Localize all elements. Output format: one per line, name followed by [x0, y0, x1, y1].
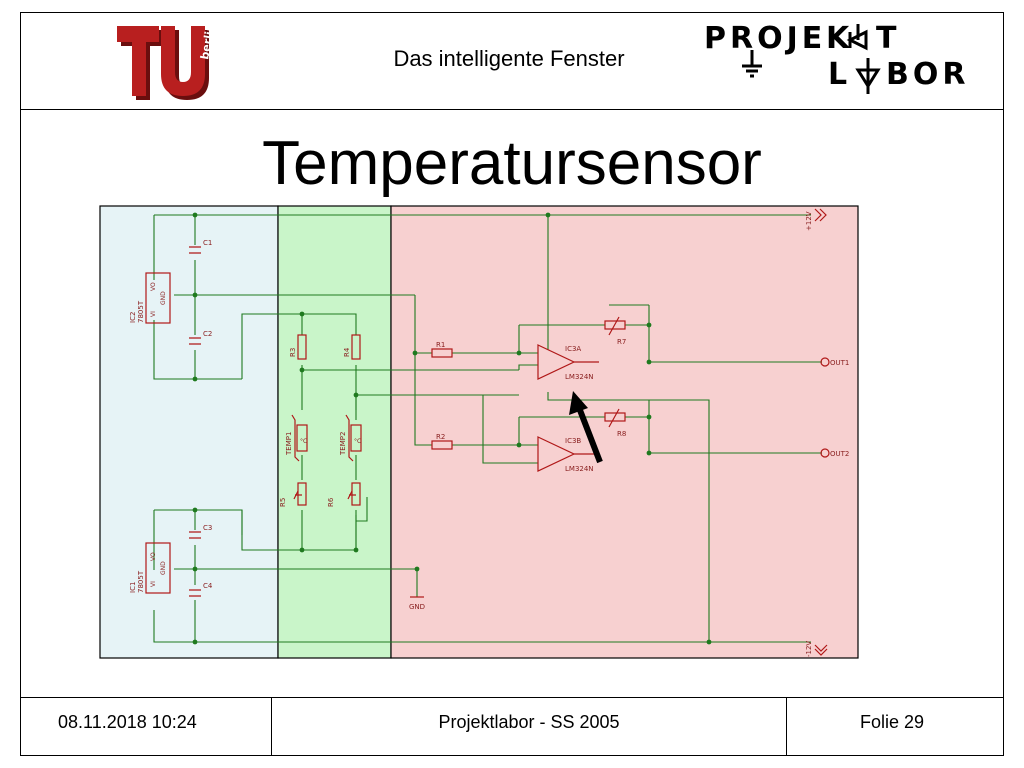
junction-dots [192, 212, 712, 645]
label-temp1-deg: °C [300, 438, 307, 445]
label-out1: OUT1 [830, 359, 849, 367]
label-ic1-vo: VO [150, 552, 157, 561]
tu-berlin-logo: berlin [117, 23, 217, 100]
label-c1: C1 [203, 239, 212, 247]
components [145, 208, 830, 656]
label-ic3a: IC3A [565, 345, 581, 353]
footer-date: 08.11.2018 10:24 [58, 712, 197, 732]
svg-text:PROJE: PROJE [704, 21, 826, 56]
label-r3: R3 [289, 348, 297, 357]
wires [153, 214, 822, 643]
label-ic2-vi: VI [150, 311, 157, 317]
label-minus12v: -12V [805, 641, 813, 657]
label-ic1-gnd: GND [160, 561, 167, 575]
slide-title: Temperatursensor [262, 129, 762, 198]
label-plus12v: +12V [805, 211, 813, 231]
footer-course: Projektlabor - SS 2005 [438, 712, 620, 732]
label-gnd: GND [409, 603, 425, 611]
footer-divider [20, 697, 1004, 698]
svg-text:K: K [826, 21, 851, 56]
label-ic2-type: 7805T [137, 300, 145, 323]
label-r8: R8 [617, 430, 626, 438]
label-ic1: IC1 [129, 582, 137, 593]
slide-frame [20, 12, 1004, 756]
label-ic1-vi: VI [150, 581, 157, 587]
amplifier-zone [390, 205, 859, 659]
label-r1: R1 [436, 341, 445, 349]
label-out2: OUT2 [830, 450, 849, 458]
label-ic2-gnd: GND [160, 291, 167, 305]
label-temp1: TEMP1 [285, 432, 293, 456]
label-r4: R4 [343, 347, 351, 357]
power-supply-zone [99, 205, 279, 659]
label-c3: C3 [203, 524, 212, 532]
label-ic2: IC2 [129, 312, 137, 323]
footer-slide-number: Folie 29 [860, 712, 925, 732]
svg-text:BOR: BOR [886, 57, 969, 92]
svg-text:L: L [828, 57, 851, 92]
label-r6: R6 [327, 497, 335, 507]
svg-text:berlin: berlin [198, 23, 217, 61]
label-ic3b-type: LM324N [565, 465, 594, 473]
header-divider [20, 109, 1004, 110]
label-ic1-type: 7805T [137, 570, 145, 593]
label-temp2-deg: °C [354, 438, 361, 445]
label-ic2-vo: VO [150, 282, 157, 291]
label-ic3a-type: LM324N [565, 373, 594, 381]
label-ic3b: IC3B [565, 437, 581, 445]
pointer-arrow [569, 391, 603, 464]
footer-divider-left [271, 697, 272, 756]
label-c4: C4 [203, 582, 213, 590]
label-c2: C2 [203, 330, 212, 338]
header-title: Das intelligente Fenster [393, 46, 625, 71]
label-r2: R2 [436, 433, 445, 441]
circuit-schematic: C1 C2 C3 C4 IC2 7805T IC1 7805T VI VO GN… [99, 205, 859, 659]
label-temp2: TEMP2 [339, 432, 347, 456]
label-r5: R5 [279, 498, 287, 507]
projektlabor-logo: PROJE K T L BOR [704, 21, 969, 94]
label-r7: R7 [617, 338, 626, 346]
footer-divider-right [786, 697, 787, 756]
svg-text:T: T [876, 21, 897, 56]
